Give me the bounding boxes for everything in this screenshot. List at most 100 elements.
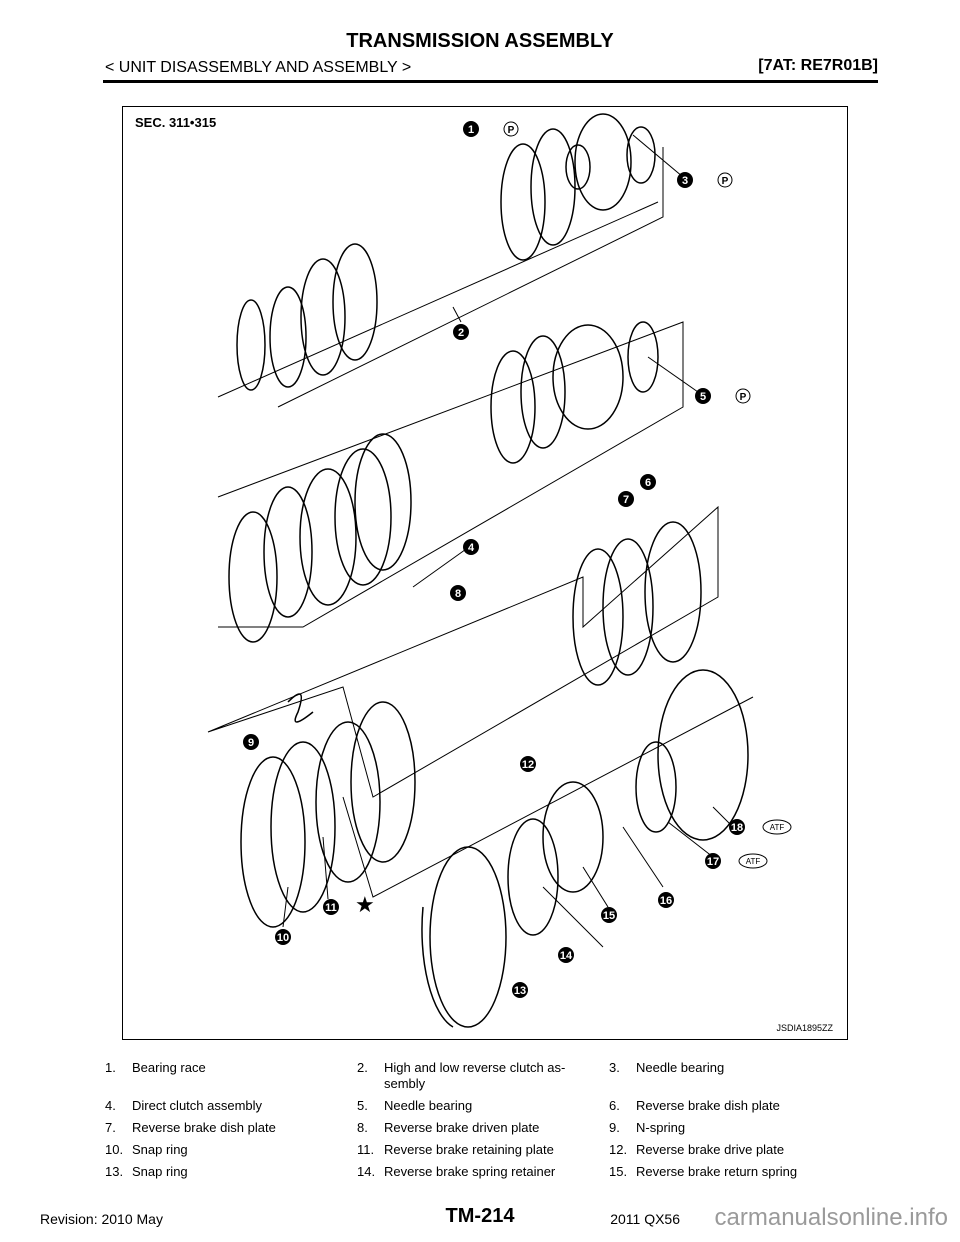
svg-text:17: 17 [707, 856, 719, 868]
callout-16: 16 [658, 892, 674, 908]
callout-13: 13 [512, 982, 528, 998]
watermark: carmanualsonline.info [714, 1204, 948, 1231]
section-reference: SEC. 311•315 [135, 115, 217, 130]
callout-8: 8 [450, 585, 466, 601]
svg-text:1: 1 [468, 124, 474, 136]
atf-symbol: ATF [762, 819, 792, 835]
callout-3: 3 [677, 172, 693, 188]
legend-text: N-spring [636, 1120, 686, 1135]
legend-item: 15. Reverse brake return spring [609, 1164, 861, 1180]
exploded-view-diagram: 1 2 3 4 5 6 7 8 9 10 11 12 13 14 15 16 1… [122, 106, 848, 1040]
legend-row: 13.Snap ring 14.Reverse brake spring ret… [105, 1164, 865, 1180]
legend-number: 11. [357, 1142, 375, 1157]
legend-row: 4.Direct clutch assembly 5. Needle bearin… [105, 1098, 865, 1114]
callout-5: 5 [695, 388, 711, 404]
callout-14: 14 [558, 947, 574, 963]
svg-text:15: 15 [603, 910, 615, 922]
callout-1: 1 [463, 121, 479, 137]
legend-number: 13. [105, 1164, 124, 1179]
legend-text: Needle bearing [636, 1060, 725, 1075]
diagram-drawing [207, 113, 754, 1028]
legend-text: Needle bearing [384, 1098, 473, 1113]
svg-text:13: 13 [514, 985, 526, 997]
legend-text: Snap ring [132, 1142, 188, 1157]
legend-text: Reverse brake retaining plate [384, 1142, 554, 1157]
legend-text: Reverse brake return spring [636, 1164, 798, 1179]
grease-symbol: P [735, 388, 751, 404]
legend-item: 9. N-spring [609, 1120, 861, 1136]
legend-number: 5. [357, 1098, 368, 1113]
legend-row: 1. Bearing race 2. High and low reverse cl… [105, 1060, 865, 1092]
legend-item: 4.Direct clutch assembly [105, 1098, 357, 1114]
svg-text:6: 6 [645, 477, 651, 489]
diagram-code: JSDIA1895ZZ [776, 1023, 833, 1033]
callout-18: 18 [729, 819, 745, 835]
svg-text:5: 5 [700, 391, 706, 403]
svg-text:12: 12 [522, 759, 534, 771]
svg-text:16: 16 [660, 895, 672, 907]
svg-text:14: 14 [560, 950, 573, 962]
svg-text:3: 3 [682, 175, 688, 187]
legend-item: 13.Snap ring [105, 1164, 357, 1180]
legend-item: 12. Reverse brake drive plate [609, 1142, 861, 1158]
callout-15: 15 [601, 907, 617, 923]
callout-11: 11 [323, 899, 339, 915]
svg-text:10: 10 [277, 932, 289, 944]
legend-item: 10.Snap ring [105, 1142, 357, 1158]
legend-item: 6. Reverse brake dish plate [609, 1098, 861, 1114]
star-symbol: ★ [355, 892, 375, 917]
legend-number: 4. [105, 1098, 116, 1113]
svg-text:ATF: ATF [770, 823, 785, 832]
callout-17: 17 [705, 853, 721, 869]
legend-text: Reverse brake dish plate [132, 1120, 276, 1135]
legend-item: 8.Reverse brake driven plate [357, 1120, 609, 1136]
svg-text:7: 7 [623, 494, 629, 506]
legend-row: 10.Snap ring 11. Reverse brake retaining … [105, 1142, 865, 1158]
callout-10: 10 [275, 929, 291, 945]
legend-text: Reverse brake spring retainer [384, 1164, 556, 1179]
legend-text: Bearing race [132, 1060, 206, 1075]
legend-item: 2. High and low reverse clutch as-sembly [357, 1060, 609, 1092]
callout-markers: 1 2 3 4 5 6 7 8 9 10 11 12 13 14 15 16 1… [243, 121, 792, 998]
legend-number: 2. [357, 1060, 368, 1075]
svg-text:8: 8 [455, 588, 461, 600]
legend-text: Reverse brake dish plate [636, 1098, 780, 1113]
legend-text: High and low reverse clutch as-sembly [384, 1060, 566, 1091]
page-number: TM-214 [445, 1205, 515, 1227]
legend-item: 14.Reverse brake spring retainer [357, 1164, 609, 1180]
legend-item: 5. Needle bearing [357, 1098, 609, 1114]
legend-item: 1. Bearing race [105, 1060, 357, 1092]
svg-text:P: P [740, 392, 747, 403]
callout-7: 7 [618, 491, 634, 507]
legend-number: 1. [105, 1060, 116, 1075]
transmission-model: [7AT: RE7R01B] [758, 57, 878, 74]
revision-date: Revision: 2010 May [40, 1211, 163, 1227]
svg-text:ATF: ATF [746, 857, 761, 866]
svg-text:P: P [508, 125, 515, 136]
legend-item: 11. Reverse brake retaining plate [357, 1142, 609, 1158]
legend-number: 9. [609, 1120, 620, 1135]
legend-number: 6. [609, 1098, 620, 1113]
svg-text:11: 11 [325, 902, 337, 914]
legend-number: 7. [105, 1120, 116, 1135]
legend-item: 7. Reverse brake dish plate [105, 1120, 357, 1136]
callout-6: 6 [640, 474, 656, 490]
page-title: TRANSMISSION ASSEMBLY [346, 30, 614, 52]
header-divider [103, 80, 878, 83]
atf-symbol: ATF [738, 853, 768, 869]
legend-number: 3. [609, 1060, 620, 1075]
legend-text: Reverse brake driven plate [384, 1120, 540, 1135]
callout-9: 9 [243, 734, 259, 750]
legend-number: 12. [609, 1142, 628, 1157]
callout-12: 12 [520, 756, 536, 772]
svg-text:4: 4 [468, 542, 475, 554]
parts-legend: 1. Bearing race 2. High and low reverse cl… [105, 1060, 865, 1186]
legend-row: 7. Reverse brake dish plate 8.Reverse bra… [105, 1120, 865, 1136]
legend-number: 15. [609, 1164, 628, 1179]
svg-text:P: P [722, 176, 729, 187]
callout-2: 2 [453, 324, 469, 340]
legend-text: Reverse brake drive plate [636, 1142, 785, 1157]
grease-symbol: P [503, 121, 519, 137]
vehicle-model: 2011 QX56 [610, 1211, 680, 1227]
grease-symbol: P [717, 172, 733, 188]
